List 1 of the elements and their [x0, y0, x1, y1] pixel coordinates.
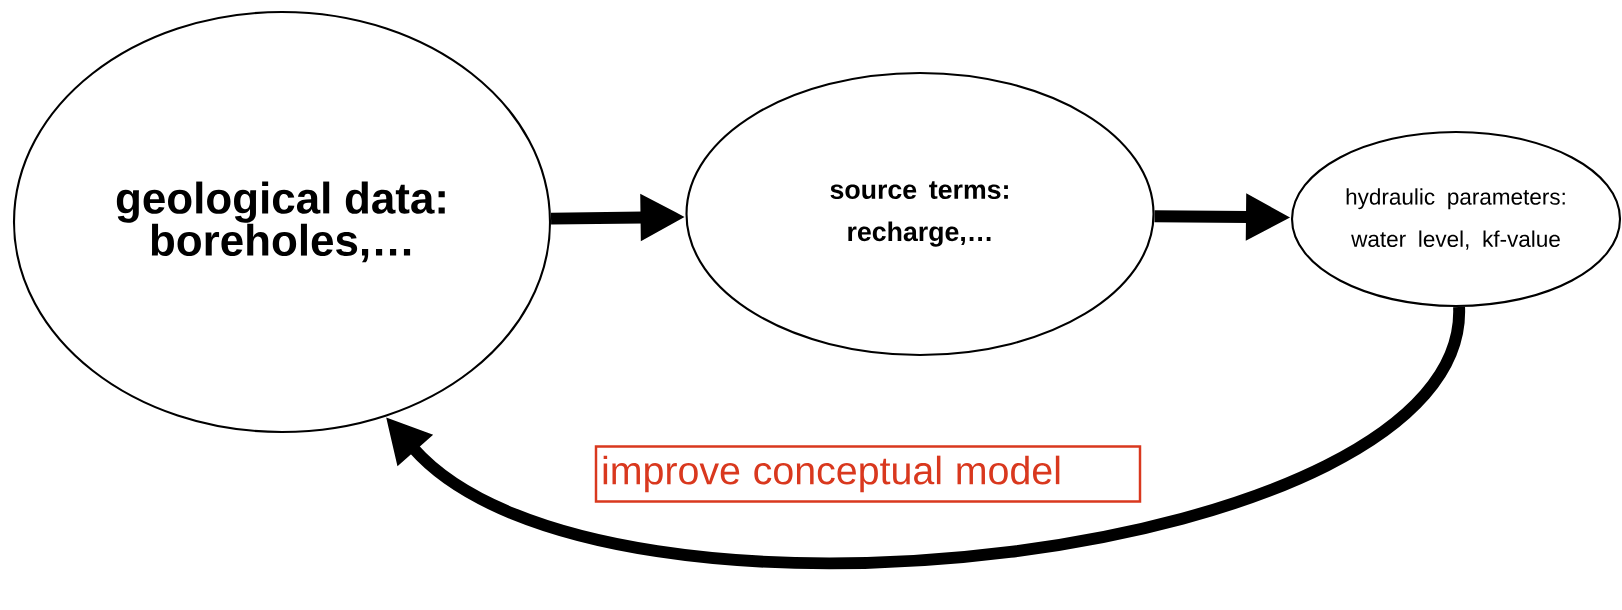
note-box: improve conceptual model	[594, 445, 1142, 503]
